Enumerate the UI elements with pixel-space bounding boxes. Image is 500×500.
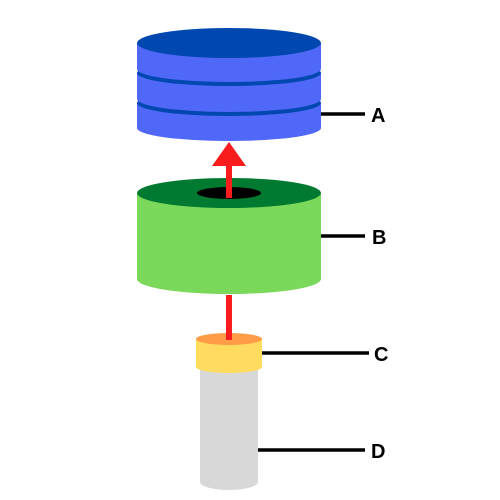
label-d: D <box>371 441 385 463</box>
disk-3-bottom <box>137 115 321 141</box>
disk-1-top <box>137 28 321 58</box>
label-b: B <box>372 227 386 249</box>
part-d-rod <box>200 360 258 490</box>
rod-body <box>200 360 258 482</box>
label-a: A <box>371 105 385 127</box>
ring-bottom <box>137 264 321 294</box>
leader-lines <box>258 112 369 452</box>
cap-bottom <box>196 361 262 373</box>
insertion-arrow <box>212 142 246 340</box>
part-a-stack <box>137 28 321 141</box>
part-c-cap <box>196 333 262 373</box>
rod-bottom <box>200 474 258 490</box>
label-c: C <box>374 344 388 366</box>
arrow-head <box>212 142 246 166</box>
